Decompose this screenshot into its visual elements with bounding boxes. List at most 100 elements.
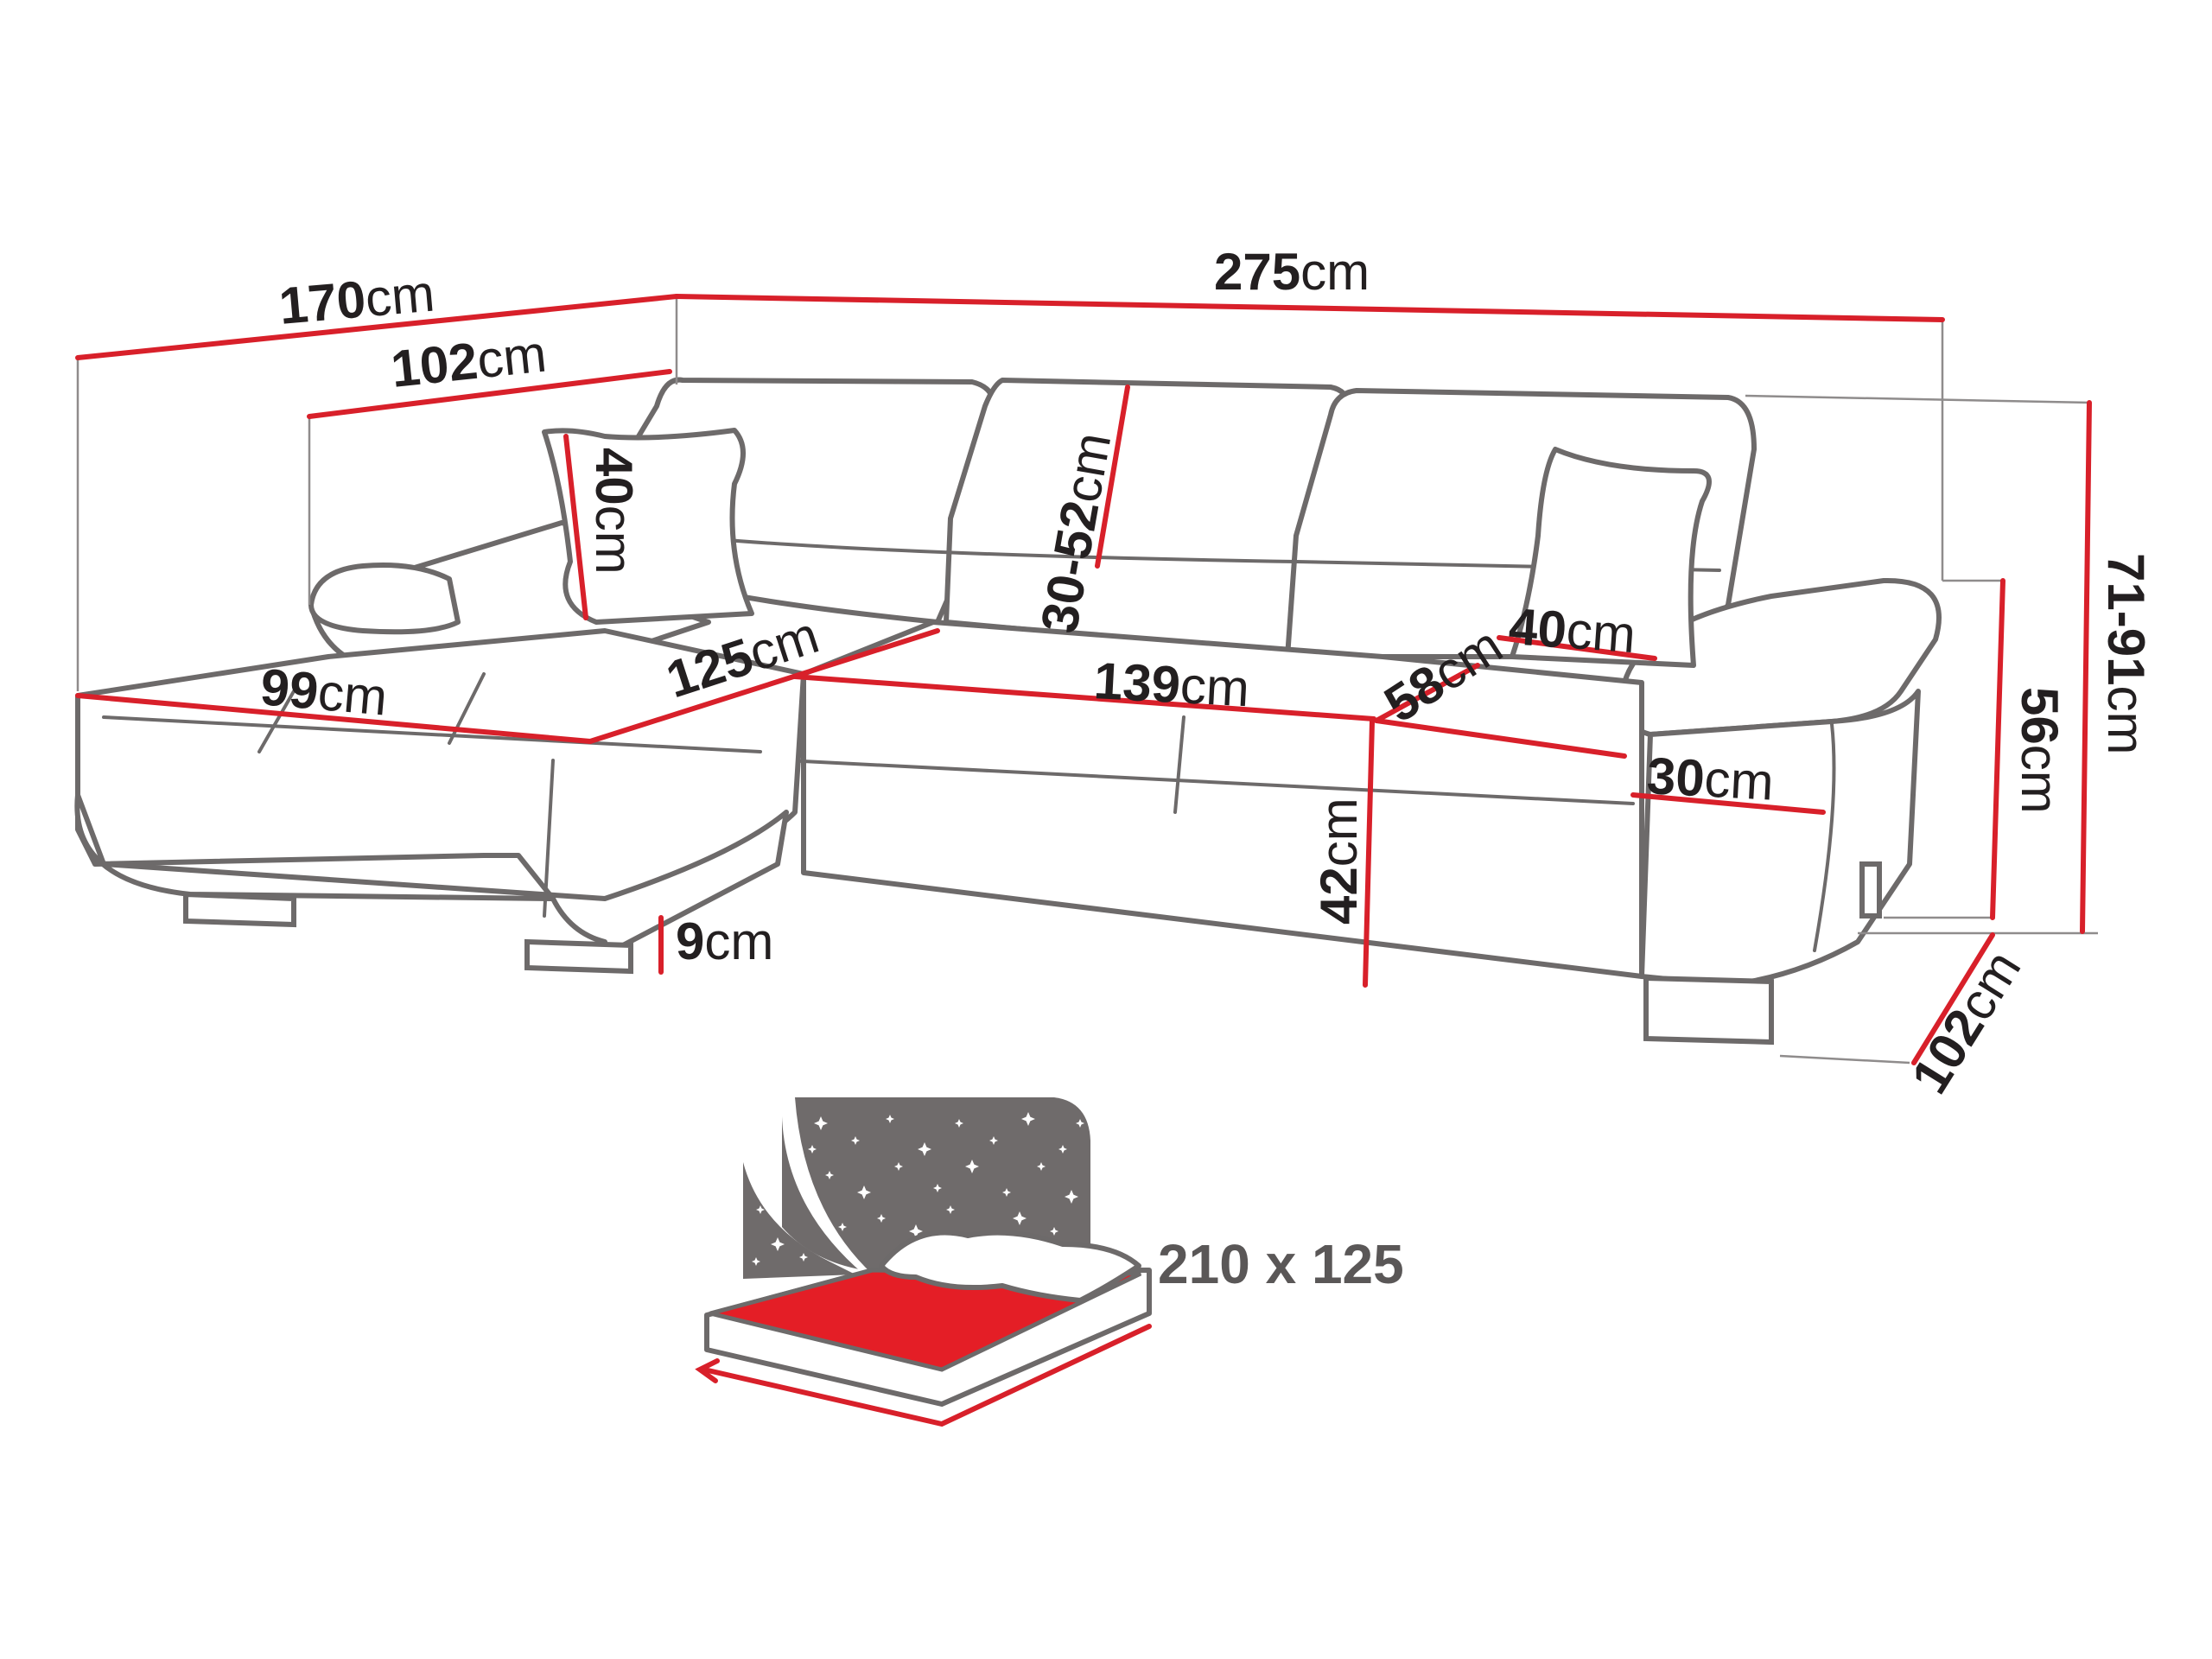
label-value: 42 bbox=[1310, 867, 1368, 925]
left-pillow bbox=[542, 428, 754, 625]
leg-front-left bbox=[183, 891, 296, 928]
leg-chaise-front bbox=[524, 938, 633, 975]
bed-arrow bbox=[702, 1324, 1152, 1427]
dim-line-71-91 bbox=[2080, 400, 2092, 934]
label-value: 275 bbox=[1214, 243, 1300, 301]
seat-cushion-seam bbox=[785, 759, 1635, 805]
label-chaise-seat-width: 99cm bbox=[258, 658, 390, 727]
label-value: 102 bbox=[388, 332, 480, 398]
label-value: 71-91 bbox=[2097, 553, 2155, 685]
label-overall-depth-right: 102cm bbox=[1900, 941, 2031, 1103]
dim-line-30 bbox=[1630, 792, 1826, 815]
star-icon bbox=[955, 1119, 963, 1128]
bed-pillow bbox=[879, 1230, 1141, 1303]
label-value: 99 bbox=[258, 658, 321, 721]
star-icon bbox=[851, 1136, 860, 1145]
label-unit: cm bbox=[1179, 656, 1250, 717]
star-icon bbox=[877, 1214, 886, 1223]
star-icon bbox=[1002, 1188, 1011, 1197]
label-chaise-back-width: 102cm bbox=[388, 324, 549, 397]
label-value: 9 bbox=[676, 912, 704, 970]
label-unit: cm bbox=[474, 324, 550, 389]
dim-line-58b bbox=[1374, 718, 1627, 759]
label-unit: cm bbox=[1052, 429, 1122, 506]
star-icon bbox=[799, 1253, 808, 1262]
label-armrest-height: 56cm bbox=[2011, 687, 2069, 814]
dim-line-275 bbox=[674, 294, 1945, 322]
dim-line-170 bbox=[75, 294, 679, 360]
chaise-quilt-3 bbox=[102, 715, 762, 753]
label-unit: cm bbox=[585, 505, 643, 575]
chaise-base bbox=[74, 792, 789, 970]
label-value: 170 bbox=[276, 270, 368, 334]
star-icon bbox=[771, 1237, 785, 1251]
dim-line-58 bbox=[1374, 663, 1480, 723]
right-pillow bbox=[1510, 447, 1712, 668]
label-pillow-left-height: 40cm bbox=[585, 448, 643, 575]
dim-line-125 bbox=[588, 628, 940, 744]
dim-line-99 bbox=[75, 693, 593, 744]
star-icon bbox=[918, 1142, 931, 1156]
leg-right-back bbox=[1859, 861, 1882, 918]
middle-back-cushion bbox=[944, 378, 1351, 659]
chaise-front-seam bbox=[543, 759, 555, 918]
star-icon bbox=[1058, 1145, 1067, 1154]
star-icon bbox=[838, 1223, 847, 1231]
star-icon bbox=[909, 1224, 923, 1238]
label-overall-width: 275cm bbox=[1214, 243, 1370, 301]
star-icon bbox=[1065, 1190, 1078, 1204]
star-icon bbox=[1037, 1162, 1046, 1171]
star-icon bbox=[1050, 1227, 1058, 1236]
label-unit: cm bbox=[1300, 243, 1370, 301]
dim-line-102-top bbox=[307, 369, 672, 419]
star-icon bbox=[825, 1171, 834, 1179]
star-icon bbox=[946, 1205, 955, 1214]
star-icon bbox=[756, 1205, 765, 1214]
star-icon bbox=[1021, 1112, 1035, 1126]
label-armrest-width: 30cm bbox=[1645, 747, 1775, 811]
star-icon bbox=[933, 1184, 942, 1192]
star-icon bbox=[989, 1136, 998, 1145]
label-value: 40 bbox=[585, 448, 643, 505]
label-value: 30 bbox=[1645, 747, 1706, 807]
label-unit: cm bbox=[315, 663, 390, 727]
main-seat bbox=[801, 620, 1644, 979]
star-icon bbox=[965, 1160, 979, 1173]
label-value: 139 bbox=[1092, 652, 1181, 714]
moon-curve bbox=[781, 1097, 873, 1274]
label-pillow-right-height: 40cm bbox=[1507, 597, 1637, 664]
dim-line-102-right bbox=[1911, 932, 1995, 1065]
label-unit: cm bbox=[2097, 685, 2155, 754]
dim-line-pillow-left bbox=[563, 434, 588, 620]
label-value: 40 bbox=[1507, 597, 1568, 658]
star-icon bbox=[894, 1162, 903, 1171]
label-unit: cm bbox=[1565, 601, 1637, 664]
star-icon bbox=[1076, 1119, 1084, 1128]
dim-line-pillow-right bbox=[1497, 635, 1657, 661]
star-icon bbox=[886, 1115, 894, 1123]
dimension-lines bbox=[75, 294, 2092, 1065]
dim-line-42 bbox=[1363, 719, 1375, 988]
label-value: 56 bbox=[2011, 687, 2069, 745]
night-sky-left bbox=[743, 1162, 855, 1279]
label-seat-width: 139cm bbox=[1092, 652, 1250, 717]
label-overall-depth-left: 170cm bbox=[276, 264, 436, 335]
chaise-bolster bbox=[308, 563, 461, 635]
star-icon bbox=[808, 1145, 817, 1154]
label-unit: cm bbox=[1310, 798, 1368, 867]
right-armrest-side bbox=[1639, 689, 1921, 988]
bed-arrow-head bbox=[695, 1358, 720, 1383]
label-total-height: 71-91cm bbox=[2097, 553, 2155, 754]
star-icon bbox=[752, 1257, 760, 1266]
chaise-quilt-1 bbox=[257, 690, 296, 753]
dim-line-headrest bbox=[1095, 385, 1130, 569]
label-unit: cm bbox=[1703, 750, 1775, 811]
seat-cushion-split bbox=[1173, 715, 1185, 814]
label-seat-height: 42cm bbox=[1310, 798, 1368, 925]
star-icon bbox=[1013, 1211, 1027, 1225]
label-unit: cm bbox=[363, 264, 437, 328]
label-leg-height: 9cm bbox=[676, 912, 773, 970]
corner-sofa-drawing bbox=[74, 377, 1942, 1046]
